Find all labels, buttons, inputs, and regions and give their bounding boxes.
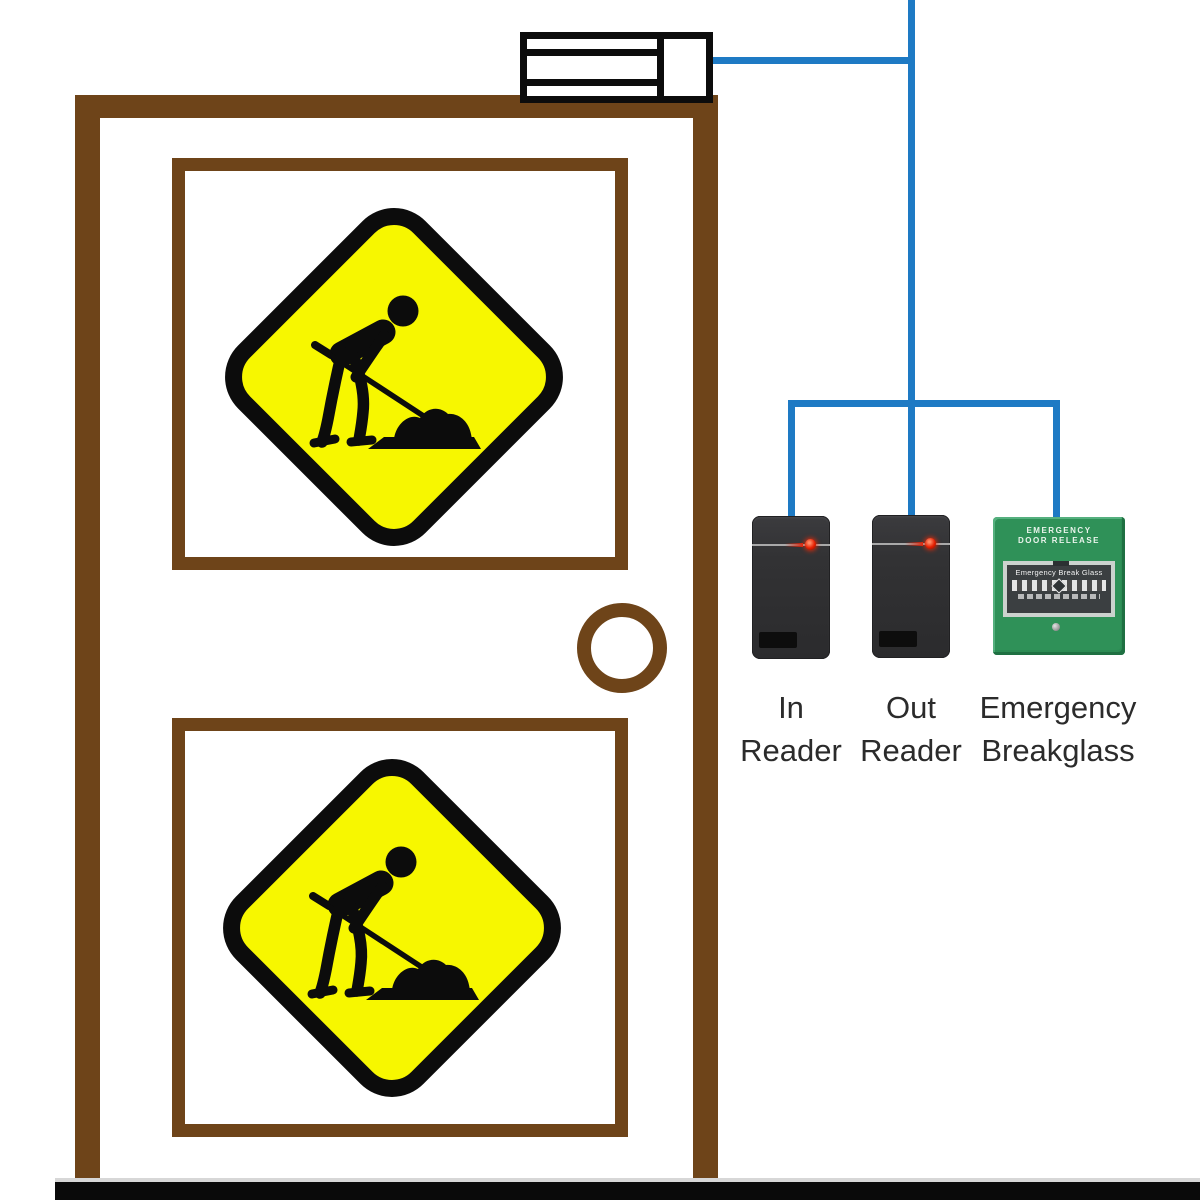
reader-led-glow <box>784 543 804 547</box>
breakglass-glass-window: Emergency Break Glass <box>1003 561 1115 617</box>
in-reader-label-line1: In <box>778 690 804 725</box>
breakglass-screw-icon <box>1052 623 1060 631</box>
reader-led-icon <box>925 538 937 549</box>
breakglass-header-line1: EMERGENCY <box>1026 526 1092 535</box>
out-reader-label: Out Reader <box>811 686 1011 772</box>
out-reader-device <box>872 515 950 658</box>
floor <box>55 1182 1200 1200</box>
maglock-armature-divider <box>657 39 664 96</box>
out-reader-label-line2: Reader <box>860 733 962 768</box>
breakglass-label: Emergency Breakglass <box>938 686 1178 772</box>
breakglass-glass-label: Emergency Break Glass <box>1015 568 1103 577</box>
sign-diamond <box>223 759 561 1097</box>
door-frame-right <box>693 95 718 1182</box>
door-knob <box>577 603 667 693</box>
wire-distribution-bar <box>788 400 1060 407</box>
roadwork-sign-upper <box>225 208 563 546</box>
reader-bottom-tag <box>759 632 797 648</box>
floor-highlight-line <box>55 1178 1200 1182</box>
breakglass-label-line2: Breakglass <box>981 733 1135 768</box>
breakglass-notch <box>1053 561 1069 566</box>
breakglass-device: EMERGENCY DOOR RELEASE Emergency Break G… <box>993 517 1125 655</box>
maglock-icon <box>520 32 713 103</box>
dirt-mound <box>366 959 479 1000</box>
in-reader-device <box>752 516 830 659</box>
wire-maglock-feed <box>713 57 915 64</box>
wire-breakglass-drop <box>1053 400 1060 517</box>
wire-controller-trunk <box>908 0 915 517</box>
breakglass-header-line2: DOOR RELEASE <box>1017 536 1100 545</box>
in-reader-label: In Reader <box>691 686 891 772</box>
wire-in-reader-drop <box>788 400 795 517</box>
breakglass-microtext <box>1018 594 1100 599</box>
reader-led-icon <box>805 539 817 550</box>
out-reader-label-line1: Out <box>886 690 936 725</box>
roadwork-sign-lower <box>223 759 561 1097</box>
maglock-coil-stripe <box>527 79 657 86</box>
maglock-coil-stripe <box>527 49 657 56</box>
breakglass-label-line1: Emergency <box>979 690 1137 725</box>
reader-bottom-tag <box>879 631 917 647</box>
in-reader-label-line2: Reader <box>740 733 842 768</box>
sign-diamond <box>225 208 563 546</box>
door-frame-left <box>75 95 100 1182</box>
dirt-mound <box>368 408 481 449</box>
breakglass-stripe-band <box>1012 577 1106 594</box>
reader-led-glow <box>904 542 924 546</box>
breakglass-band-diamond-icon <box>1051 577 1067 594</box>
